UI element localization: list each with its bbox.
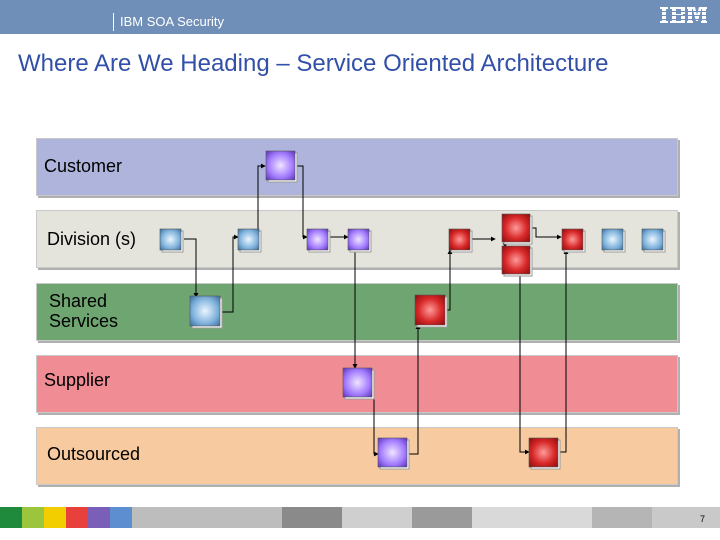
footer-texture-block	[652, 507, 720, 528]
footer-color-block	[44, 507, 66, 528]
footer-color-block	[0, 507, 22, 528]
header-divider	[113, 13, 114, 31]
lane-label-customer: Customer	[44, 156, 123, 176]
footer-texture-block	[472, 507, 592, 528]
footer-color-block	[110, 507, 132, 528]
footer-texture-block	[592, 507, 652, 528]
slide-title: Where Are We Heading – Service Oriented …	[18, 50, 609, 77]
footer-texture-block	[412, 507, 472, 528]
header-title: IBM SOA Security	[120, 14, 225, 29]
lane-label-supplier: Supplier	[44, 370, 111, 390]
lane-outsourced	[36, 427, 678, 485]
lane-shared-services	[36, 283, 678, 341]
page-number: 7	[700, 514, 706, 524]
footer-texture-block	[342, 507, 412, 528]
header-bar	[0, 0, 720, 34]
footer-color-block	[22, 507, 44, 528]
footer-color-block	[66, 507, 88, 528]
footer-texture-block	[132, 507, 282, 528]
lane-label-shared-services: Shared Services	[49, 291, 119, 331]
lane-customer	[36, 138, 678, 196]
footer-texture-block	[282, 507, 342, 528]
footer-color-block	[88, 507, 110, 528]
lane-supplier	[36, 355, 678, 413]
ibm-logo	[659, 7, 709, 23]
lane-label-division: Division (s)	[47, 229, 137, 249]
connector-arrow	[558, 249, 569, 453]
lane-label-outsourced: Outsourced	[47, 444, 141, 464]
